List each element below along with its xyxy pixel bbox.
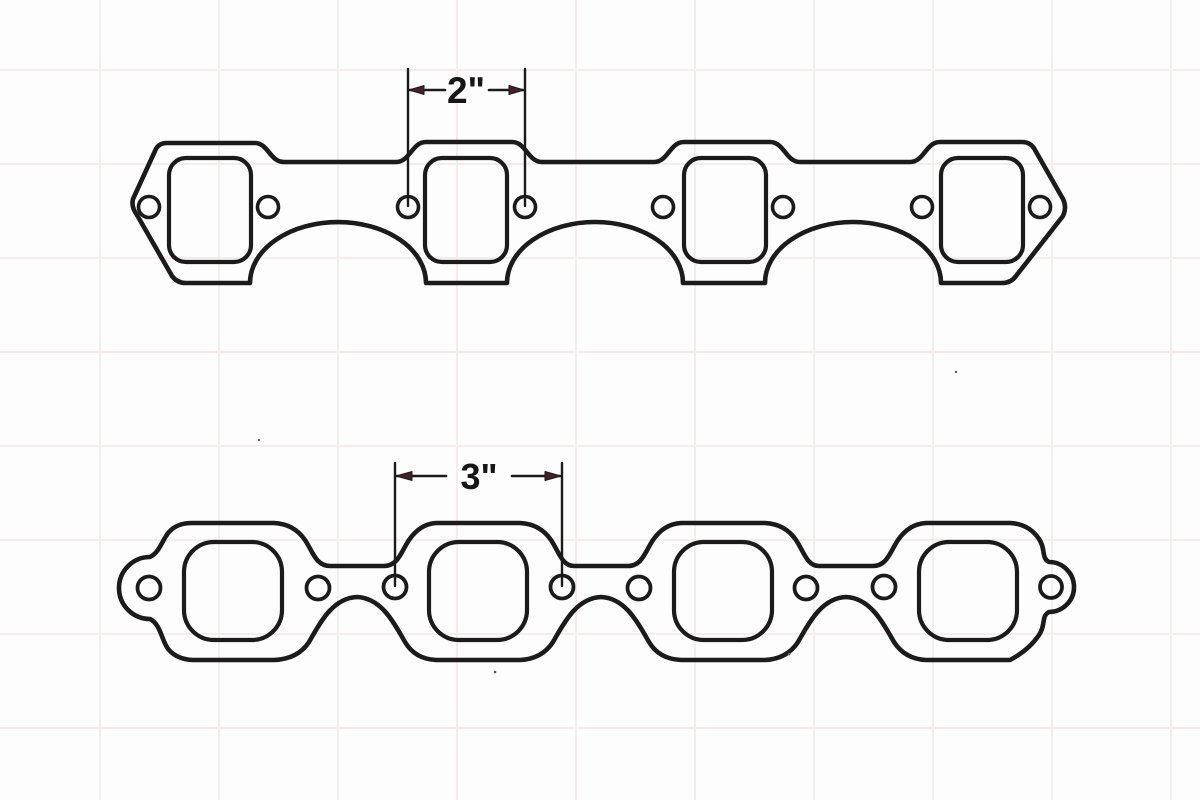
exhaust-port-opening xyxy=(166,155,254,265)
bolt-hole xyxy=(792,574,820,602)
gasket-outline xyxy=(130,139,1068,286)
bolt-hole xyxy=(650,194,676,220)
bolt-hole xyxy=(909,194,935,220)
dimension-arrow-right-icon xyxy=(508,85,525,95)
exhaust-port-opening xyxy=(916,539,1020,643)
bolt-hole xyxy=(625,574,653,602)
scan-speck xyxy=(787,652,791,656)
bolt-hole xyxy=(136,194,162,220)
bolt-hole xyxy=(870,573,898,601)
exhaust-port-opening xyxy=(181,539,285,643)
exhaust-port-opening xyxy=(681,155,769,265)
dimension-arrow-left-icon xyxy=(408,85,425,95)
exhaust-port-opening xyxy=(426,539,530,643)
bolt-hole xyxy=(770,194,796,220)
gasket-outline xyxy=(116,520,1077,663)
bolt-hole xyxy=(255,194,281,220)
bolt-hole xyxy=(1038,574,1064,600)
scan-specks xyxy=(257,370,958,674)
dimension-annotation-top: 2" xyxy=(406,67,527,208)
exhaust-port-opening xyxy=(422,155,510,265)
bolt-hole xyxy=(135,574,163,602)
bolt-hole xyxy=(304,574,332,602)
exhaust-port-opening xyxy=(938,155,1026,265)
scan-speck xyxy=(257,438,261,442)
bottom-gasket-diagram: 3" xyxy=(116,456,1077,663)
top-gasket-diagram: 2" xyxy=(130,67,1068,286)
exhaust-port-opening xyxy=(671,539,775,643)
scan-speck xyxy=(954,370,958,374)
dimension-arrow-right-icon xyxy=(544,471,562,481)
dimension-label: 2" xyxy=(447,70,485,111)
scan-speck xyxy=(493,670,497,674)
dimension-label: 3" xyxy=(460,456,497,497)
dimension-arrow-left-icon xyxy=(395,471,413,481)
bolt-hole xyxy=(1027,194,1053,220)
dimension-annotation-bottom: 3" xyxy=(393,456,564,588)
